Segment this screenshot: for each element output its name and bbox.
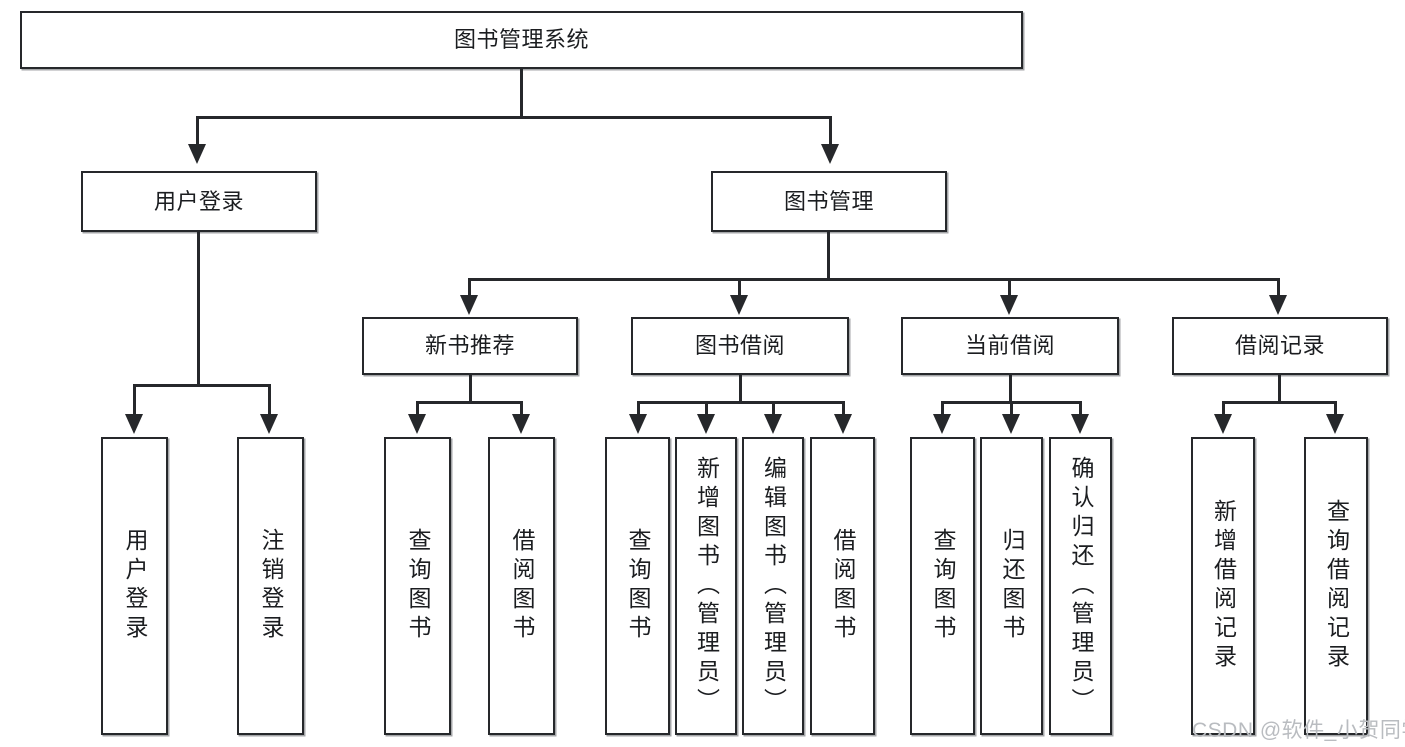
- node-leaf-query-book-1-label: 查询图书: [405, 528, 431, 644]
- connector-user-login-bus: [133, 384, 271, 387]
- connector-user-login-drop-2: [268, 384, 271, 415]
- arrowhead-leaf-query-book-2: [629, 414, 647, 434]
- connector-nbr-bus: [416, 401, 523, 404]
- connector-cb-drop-1: [941, 401, 944, 415]
- node-leaf-query-record-label: 查询借阅记录: [1323, 499, 1350, 673]
- connector-root-to-book-manage: [829, 116, 832, 145]
- connector-nbr-drop-2: [520, 401, 523, 415]
- node-leaf-edit-book[interactable]: 编辑图书（管理员）: [742, 437, 804, 735]
- node-leaf-query-book-2-label: 查询图书: [625, 528, 651, 644]
- arrowhead-leaf-query-book-3: [933, 414, 951, 434]
- node-root[interactable]: 图书管理系统: [20, 11, 1023, 69]
- arrowhead-leaf-query-record: [1326, 414, 1344, 434]
- node-leaf-borrow-book-1-label: 借阅图书: [509, 528, 535, 644]
- node-leaf-user-login-label: 用户登录: [122, 528, 148, 644]
- connector-root-to-user-login: [196, 116, 199, 145]
- arrowhead-new-book-recommend: [460, 295, 478, 315]
- arrowhead-book-borrow: [730, 295, 748, 315]
- arrowhead-leaf-query-book-1: [408, 414, 426, 434]
- node-borrow-record[interactable]: 借阅记录: [1172, 317, 1388, 375]
- node-leaf-logout-login[interactable]: 注销登录: [237, 437, 304, 735]
- connector-bm-drop-2: [738, 278, 741, 301]
- node-leaf-edit-book-label: 编辑图书（管理员）: [760, 455, 787, 717]
- arrowhead-leaf-borrow-book-2: [834, 414, 852, 434]
- node-book-manage-label: 图书管理: [783, 188, 874, 214]
- connector-nbr-stem: [469, 375, 472, 403]
- connector-bb-drop-4: [842, 401, 845, 415]
- connector-cb-drop-2: [1010, 401, 1013, 415]
- connector-cb-drop-3: [1079, 401, 1082, 415]
- connector-bm-drop-3: [1008, 278, 1011, 301]
- node-leaf-add-book[interactable]: 新增图书（管理员）: [675, 437, 737, 735]
- arrowhead-leaf-confirm-return: [1071, 414, 1089, 434]
- connector-br-drop-2: [1334, 401, 1337, 415]
- arrowhead-leaf-logout-login: [260, 414, 278, 434]
- node-borrow-record-label: 借阅记录: [1234, 333, 1325, 359]
- node-leaf-confirm-return-label: 确认归还（管理员）: [1068, 455, 1094, 717]
- arrowhead-leaf-add-book: [697, 414, 715, 434]
- node-leaf-query-record[interactable]: 查询借阅记录: [1304, 437, 1368, 735]
- node-leaf-add-record-label: 新增借阅记录: [1210, 499, 1237, 673]
- arrowhead-leaf-return-book: [1002, 414, 1020, 434]
- node-leaf-query-book-2[interactable]: 查询图书: [605, 437, 670, 735]
- node-leaf-confirm-return[interactable]: 确认归还（管理员）: [1049, 437, 1112, 735]
- arrowhead-leaf-add-record: [1214, 414, 1232, 434]
- arrowhead-leaf-borrow-book-1: [512, 414, 530, 434]
- node-leaf-query-book-3-label: 查询图书: [930, 528, 956, 644]
- connector-bb-drop-1: [637, 401, 640, 415]
- node-leaf-logout-login-label: 注销登录: [258, 528, 284, 644]
- connector-bm-drop-1: [468, 278, 471, 301]
- node-current-borrow-label: 当前借阅: [964, 333, 1055, 359]
- node-new-book-recommend[interactable]: 新书推荐: [362, 317, 578, 375]
- node-user-login[interactable]: 用户登录: [81, 171, 317, 232]
- node-leaf-add-book-label: 新增图书（管理员）: [693, 455, 720, 717]
- connector-book-manage-stem: [827, 232, 830, 280]
- node-book-borrow[interactable]: 图书借阅: [631, 317, 849, 375]
- node-leaf-return-book-label: 归还图书: [999, 528, 1025, 644]
- arrowhead-book-manage: [821, 144, 839, 164]
- node-leaf-user-login[interactable]: 用户登录: [101, 437, 168, 735]
- connector-root-stem: [520, 69, 523, 118]
- arrowhead-borrow-record: [1269, 295, 1287, 315]
- arrowhead-leaf-user-login: [125, 414, 143, 434]
- node-new-book-recommend-label: 新书推荐: [424, 333, 515, 359]
- node-root-label: 图书管理系统: [453, 27, 589, 53]
- connector-br-bus: [1222, 401, 1337, 404]
- arrowhead-current-borrow: [1000, 295, 1018, 315]
- connector-bb-drop-3: [772, 401, 775, 415]
- connector-user-login-stem: [197, 232, 200, 386]
- node-leaf-query-book-3[interactable]: 查询图书: [910, 437, 975, 735]
- connector-nbr-drop-1: [416, 401, 419, 415]
- node-user-login-label: 用户登录: [153, 188, 244, 214]
- node-leaf-query-book-1[interactable]: 查询图书: [384, 437, 451, 735]
- node-leaf-borrow-book-1[interactable]: 借阅图书: [488, 437, 555, 735]
- connector-br-stem: [1278, 375, 1281, 403]
- csdn-watermark: CSDN @软件_小贺同学: [1192, 719, 1405, 742]
- node-leaf-add-record[interactable]: 新增借阅记录: [1191, 437, 1255, 735]
- node-book-manage[interactable]: 图书管理: [711, 171, 947, 232]
- node-leaf-borrow-book-2[interactable]: 借阅图书: [810, 437, 875, 735]
- connector-bb-stem: [739, 375, 742, 403]
- connector-cb-stem: [1009, 375, 1012, 403]
- connector-book-manage-bus: [468, 278, 1280, 281]
- connector-bb-bus: [637, 401, 845, 404]
- connector-br-drop-1: [1222, 401, 1225, 415]
- connector-bm-drop-4: [1277, 278, 1280, 301]
- arrowhead-user-login: [188, 144, 206, 164]
- node-book-borrow-label: 图书借阅: [694, 333, 785, 359]
- connector-bb-drop-2: [705, 401, 708, 415]
- node-leaf-return-book[interactable]: 归还图书: [980, 437, 1043, 735]
- connector-root-bus: [196, 116, 832, 119]
- connector-user-login-drop-1: [133, 384, 136, 415]
- arrowhead-leaf-edit-book: [764, 414, 782, 434]
- node-current-borrow[interactable]: 当前借阅: [901, 317, 1119, 375]
- node-leaf-borrow-book-2-label: 借阅图书: [830, 528, 856, 644]
